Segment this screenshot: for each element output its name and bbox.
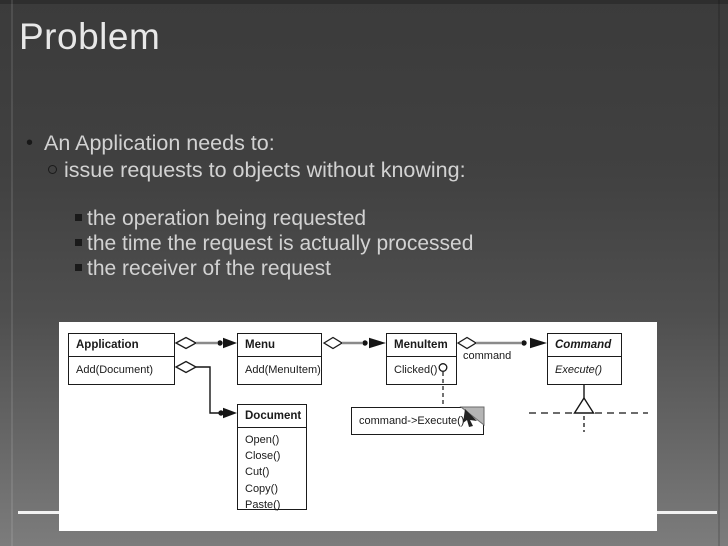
inheritance-triangle-icon — [573, 396, 595, 414]
uml-diagram: Application Add(Document) Menu Add(MenuI… — [59, 322, 657, 531]
bottom-rule-right — [657, 511, 717, 514]
class-box-command: Command Execute() — [547, 333, 622, 385]
class-method: Paste() — [245, 498, 281, 511]
bullet-line-1: • An Application needs to: — [26, 129, 275, 157]
sub-bullet-1-text: the operation being requested — [87, 207, 367, 230]
bullet-square-icon — [75, 264, 82, 271]
sub-bullet-3-text: the receiver of the request — [87, 257, 331, 280]
sub-bullet-line-3: the receiver of the request — [75, 255, 331, 282]
arrowhead-icon — [223, 337, 237, 349]
class-method: Close() — [245, 450, 281, 463]
bottom-rule-left — [18, 511, 59, 514]
bullet-line-2: issue requests to objects without knowin… — [48, 156, 466, 184]
bullet-line-2-text: issue requests to objects without knowin… — [64, 158, 466, 182]
class-method-list: Open() Close() Cut() Copy() Paste() — [238, 428, 306, 513]
bullet-square-icon — [75, 239, 82, 246]
class-name: Document — [238, 405, 306, 428]
class-box-document: Document Open() Close() Cut() Copy() Pas… — [237, 404, 307, 513]
sub-bullet-line-1: the operation being requested — [75, 205, 366, 232]
bullet-square-icon — [75, 214, 82, 221]
arrowhead-icon — [369, 337, 386, 349]
class-name: Menu — [238, 334, 321, 357]
class-box-menu: Menu Add(MenuItem) — [237, 333, 322, 385]
class-box-application: Application Add(Document) — [68, 333, 175, 385]
bullet-circle-icon — [48, 165, 57, 174]
aggregation-diamond-icon — [456, 336, 478, 350]
class-box-menuitem: MenuItem Clicked() — [386, 333, 457, 385]
aggregation-diamond-icon — [174, 360, 198, 374]
class-name: MenuItem — [387, 334, 456, 357]
left-edge-line — [11, 0, 13, 546]
page-title: Problem — [19, 16, 161, 57]
top-edge-strip — [0, 0, 728, 4]
sub-bullet-line-2: the time the request is actually process… — [75, 230, 473, 257]
class-method: Add(MenuItem) — [245, 364, 321, 376]
aggregation-diamond-icon — [174, 336, 198, 350]
sub-bullet-2-text: the time the request is actually process… — [87, 232, 474, 255]
class-method: Add(Document) — [76, 364, 154, 376]
note-box: command->Execute() — [351, 407, 484, 435]
class-method: Copy() — [245, 482, 279, 495]
aggregation-diamond-icon — [322, 336, 344, 350]
arrowhead-icon — [223, 407, 237, 419]
class-method: Clicked() — [394, 364, 438, 376]
bullet-line-1-text: An Application needs to: — [44, 131, 275, 155]
class-method: Open() — [245, 434, 280, 446]
arrowhead-icon — [530, 337, 547, 349]
class-method: Execute() — [555, 364, 603, 376]
right-edge-line — [718, 0, 720, 546]
note-text: command->Execute() — [359, 415, 465, 427]
class-name: Application — [69, 334, 174, 357]
bullet-dot-icon: • — [26, 132, 34, 154]
class-method: Cut() — [245, 466, 270, 479]
class-name: Command — [548, 334, 621, 357]
association-label: command — [463, 350, 512, 362]
